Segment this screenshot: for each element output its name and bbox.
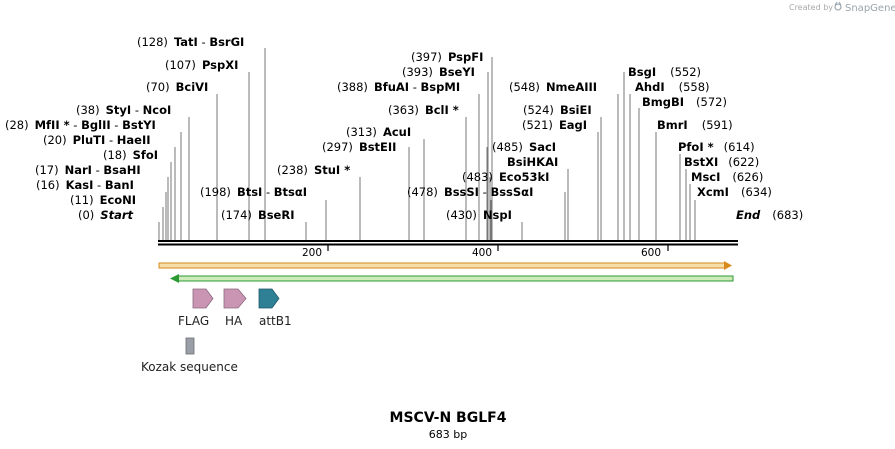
dna-backbone — [158, 240, 738, 246]
enzyme-label-bsiei: (524)BsiEI — [523, 103, 592, 117]
feature-kozak[interactable]: Kozak sequence — [141, 337, 238, 374]
kozak-box-icon[interactable] — [185, 337, 195, 355]
enzyme-label-pspfi: (397)PspFI — [411, 50, 483, 64]
end-label: End(683) — [736, 208, 803, 222]
feature-attb1[interactable]: attB1 — [258, 288, 292, 328]
map-title: MSCV-N BGLF4 — [390, 410, 507, 426]
enzyme-label-pfoi: PfoI *(614) — [678, 140, 755, 154]
feature-label-ha: HA — [225, 314, 243, 328]
enzyme-label-bsteii: (297)BstEII — [322, 140, 396, 154]
enzyme-label-styi: (38)StyI - NcoI — [76, 103, 171, 117]
enzyme-label-acui: (313)AcuI — [346, 125, 411, 139]
feature-label-kozak: Kozak sequence — [141, 360, 238, 374]
enzyme-label-bseri: (174)BseRI — [221, 208, 294, 222]
flag-arrow-icon[interactable] — [192, 288, 214, 309]
enzyme-label-sfoi: (18)SfoI — [103, 148, 158, 162]
map-length: 683 bp — [429, 428, 467, 441]
enzyme-label-bsgi: BsgI(552) — [628, 65, 701, 79]
ruler-tick-200: 200 — [302, 247, 322, 259]
enzyme-label-saci: (485)SacI — [492, 140, 556, 154]
enzyme-label-kasi: (16)KasI - BanI — [36, 178, 134, 192]
enzyme-label-msci: MscI(626) — [691, 170, 763, 184]
enzyme-label-stui: (238)StuI * — [277, 163, 350, 177]
enzyme-label-mfii: (28)MfII * - BglII - BstYI — [5, 118, 156, 132]
feature-label-attb1: attB1 — [259, 314, 292, 328]
enzyme-label-eco53ki: (483)Eco53kI — [462, 170, 549, 184]
enzyme-label-bmgbi: BmgBI(572) — [642, 95, 727, 109]
enzyme-label-bseyi: (393)BseYI — [402, 65, 475, 79]
enzyme-label-bcli: (363)BclI * — [388, 103, 459, 117]
start-label: (0)Start — [78, 208, 134, 222]
enzyme-labels: (128)TatI - BsrGI (107)PspXI (70)BciVI (… — [5, 35, 803, 222]
credit-text: Created by — [789, 3, 833, 12]
enzyme-label-nmeaiii: (548)NmeAIII — [509, 80, 597, 94]
enzyme-label-bmri: BmrI(591) — [657, 118, 733, 132]
enzyme-label-pspxi: (107)PspXI — [165, 58, 238, 72]
attb1-arrow-icon[interactable] — [258, 288, 280, 309]
enzyme-label-pluti: (20)PluTI - HaeII — [43, 133, 151, 147]
reverse-orf-arrow[interactable] — [170, 274, 734, 283]
enzyme-label-bcivi: (70)BciVI — [146, 80, 208, 94]
enzyme-label-tati: (128)TatI - BsrGI — [137, 35, 244, 49]
snapgene-logo-icon — [834, 1, 842, 11]
snapgene-brand: SnapGene — [845, 3, 895, 14]
feature-ha[interactable]: HA — [223, 288, 247, 328]
enzyme-leaders — [158, 48, 696, 240]
feature-label-flag: FLAG — [178, 314, 209, 328]
enzyme-label-ahdi: AhdI(558) — [635, 80, 710, 94]
ruler-ticks — [327, 245, 669, 251]
enzyme-label-bstxi: BstXI(622) — [684, 155, 759, 169]
enzyme-label-eagi: (521)EagI — [522, 118, 587, 132]
enzyme-label-bfuai: (388)BfuAI - BspMI — [337, 80, 460, 94]
enzyme-label-bsssi: (478)BssSI - BssSαI — [407, 185, 533, 199]
enzyme-label-bsihkai: BsiHKAI — [507, 155, 558, 169]
ha-arrow-icon[interactable] — [223, 288, 247, 309]
forward-orf-arrow[interactable] — [158, 261, 732, 270]
enzyme-label-xcmi: XcmI(634) — [697, 185, 772, 199]
enzyme-label-nari: (17)NarI - BsaHI — [35, 163, 141, 177]
ruler-tick-400: 400 — [472, 247, 492, 259]
enzyme-label-nspi: (430)NspI — [446, 208, 512, 222]
enzyme-label-econi: (11)EcoNI — [70, 193, 136, 207]
enzyme-label-btsi: (198)BtsI - BtsαI — [200, 185, 307, 199]
feature-flag[interactable]: FLAG — [178, 288, 214, 328]
ruler-tick-600: 600 — [641, 247, 661, 259]
